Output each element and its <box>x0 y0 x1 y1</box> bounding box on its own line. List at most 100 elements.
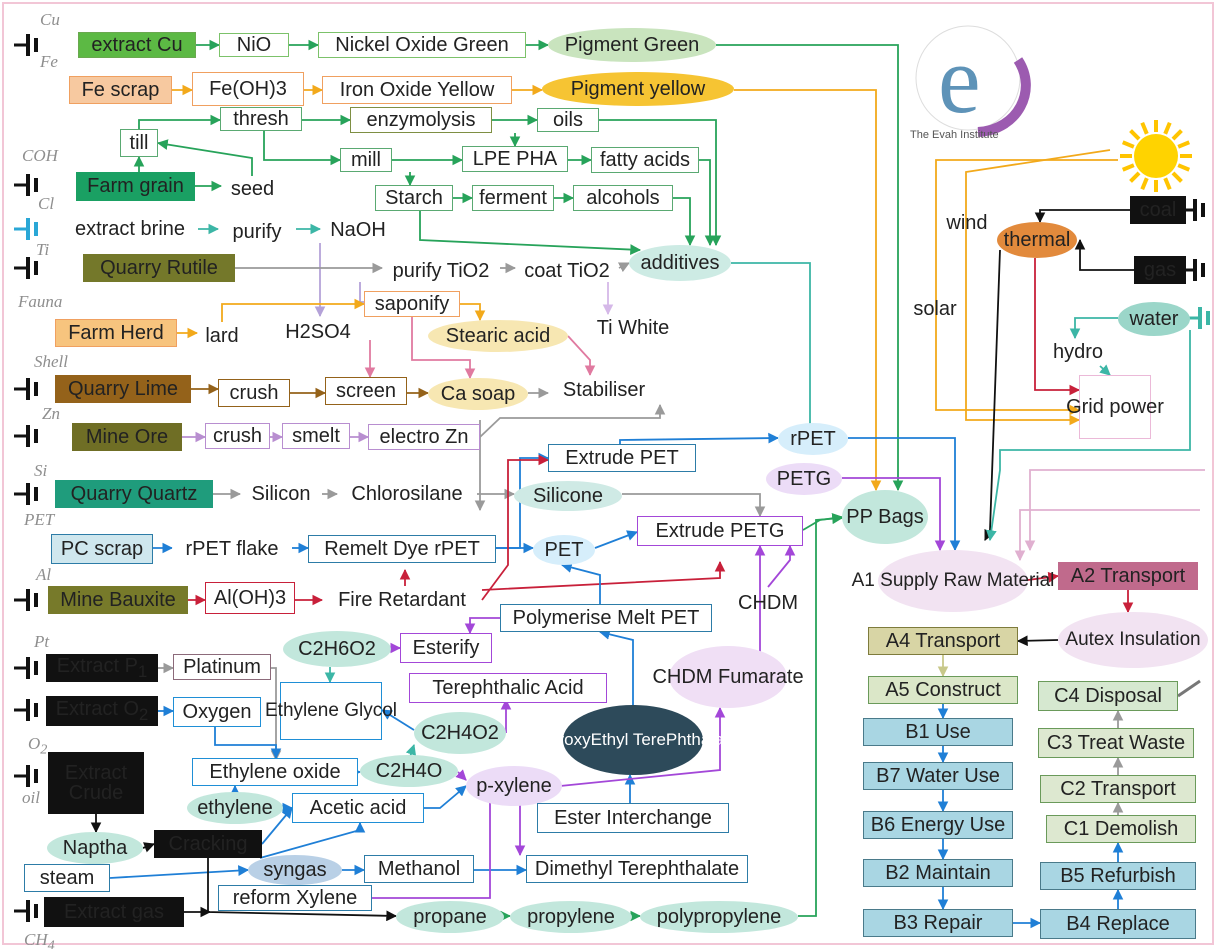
node-b6: B6 Energy Use <box>863 811 1013 839</box>
node-extract-gas: Extract gas <box>44 897 184 927</box>
node-ethylene-glycol: Ethylene Glycol <box>265 682 397 740</box>
node-purify: purify <box>218 219 296 245</box>
label-crush2: crush <box>213 424 262 447</box>
flow-edge <box>261 807 293 845</box>
node-water: water <box>1118 302 1190 336</box>
label-ester-interchange: Ester Interchange <box>554 806 712 829</box>
node-saponify: saponify <box>364 291 460 317</box>
label-lard: lard <box>205 324 239 347</box>
source-label-cu: Cu <box>40 10 60 29</box>
label-extract-brine: extract brine <box>74 217 186 240</box>
label-feoh3: Fe(OH)3 <box>209 77 287 100</box>
label-pet: PET <box>544 538 584 561</box>
label-water: water <box>1129 307 1179 330</box>
label-solar: solar <box>913 297 957 320</box>
node-pp-bags: PP Bags <box>842 490 928 544</box>
flow-edge <box>1016 635 1059 647</box>
source-label-al: Al <box>36 565 52 584</box>
node-ethylene-oxide: Ethylene oxide <box>192 758 358 786</box>
label-stabiliser: Stabiliser <box>562 378 646 401</box>
label-pigment-yellow: Pigment yellow <box>570 77 706 100</box>
flow-edge <box>560 562 601 604</box>
flow-edge <box>1099 364 1111 376</box>
node-nio: NiO <box>219 33 289 57</box>
svg-text:e: e <box>938 26 981 133</box>
label-coal: coal <box>1139 198 1177 221</box>
flow-edge <box>1024 469 1205 552</box>
node-oxygen: Oxygen <box>173 697 261 727</box>
node-rpet: rPET <box>778 423 848 455</box>
label-quarry-quartz: Quarry Quartz <box>70 482 198 505</box>
node-ca-soap: Ca soap <box>428 378 528 410</box>
label-nio: NiO <box>236 33 272 56</box>
flow-edge <box>559 706 726 787</box>
node-feoh3: Fe(OH)3 <box>192 72 304 106</box>
label-wind: wind <box>946 211 988 234</box>
node-lpe-pha: LPE PHA <box>462 146 568 172</box>
node-chdm: CHDM <box>727 587 809 619</box>
flow-edge <box>734 89 882 492</box>
label-autex: Autex Insulation <box>1065 629 1201 651</box>
source-terminal-icon <box>14 657 38 679</box>
label-c2: C2 Transport <box>1060 777 1176 800</box>
node-b2: B2 Maintain <box>863 859 1013 887</box>
label-mine-ore: Mine Ore <box>85 425 169 448</box>
node-terephthalic: Terephthalic Acid <box>409 673 607 703</box>
source-label-fauna: Fauna <box>18 292 63 311</box>
node-hydroxy: HydroxyEthyl TerePhthalate <box>528 705 738 775</box>
label-c2h4o: C2H4O <box>375 759 443 782</box>
node-c2h4o: C2H4O <box>360 755 458 787</box>
label-c4: C4 Disposal <box>1054 684 1162 707</box>
node-mine-ore: Mine Ore <box>72 423 182 451</box>
node-dimethyl: Dimethyl Terephthalate <box>526 855 748 883</box>
label-b3: B3 Repair <box>893 911 983 934</box>
label-ethylene-glycol: Ethylene Glycol <box>265 700 398 722</box>
node-stabiliser: Stabiliser <box>548 375 660 405</box>
node-stearic-acid: Stearic acid <box>428 320 568 352</box>
node-ti-white: Ti White <box>582 314 684 342</box>
flow-edge <box>798 513 844 917</box>
node-chdm-fumarate: CHDM Fumarate <box>652 646 804 708</box>
node-autex: Autex Insulation <box>1058 612 1208 668</box>
node-extract-brine: extract brine <box>62 216 198 242</box>
source-terminal-icon <box>14 174 38 196</box>
node-ester-interchange: Ester Interchange <box>537 803 729 833</box>
node-naoh: NaOH <box>320 217 396 243</box>
label-extract-o2: Extract O2 <box>55 697 149 724</box>
label-c2h4o2: C2H4O2 <box>421 721 499 744</box>
label-a2: A2 Transport <box>1070 564 1186 587</box>
label-fatty-acids: fatty acids <box>599 148 691 171</box>
source-terminal-icon <box>14 765 38 787</box>
node-fatty-acids: fatty acids <box>591 147 699 173</box>
label-ti-white: Ti White <box>596 316 670 339</box>
node-mill: mill <box>340 148 392 172</box>
flow-edge <box>848 437 961 552</box>
node-extract-cu: extract Cu <box>78 32 196 58</box>
flow-edge <box>594 530 639 549</box>
label-steam: steam <box>39 866 95 889</box>
flow-edge <box>716 44 904 492</box>
node-screen: screen <box>325 377 407 405</box>
node-grid-power: Grid power <box>1066 375 1164 439</box>
node-platinum: Platinum <box>173 654 271 680</box>
label-c3: C3 Treat Waste <box>1046 731 1186 754</box>
label-platinum: Platinum <box>183 655 261 678</box>
node-nickel-oxide-green: Nickel Oxide Green <box>318 32 526 58</box>
node-propylene: propylene <box>510 901 632 933</box>
source-label-coh: COH <box>22 146 58 165</box>
label-a1: A1 Supply Raw Material <box>851 570 1055 592</box>
label-alcohols: alcohols <box>586 186 660 209</box>
flow-edge <box>109 865 250 879</box>
node-gas-src: gas <box>1134 256 1186 284</box>
flow-edge <box>1177 679 1201 698</box>
flow-edge <box>598 629 634 705</box>
node-polymerise: Polymerise Melt PET <box>500 604 712 632</box>
source-terminal-icon <box>14 425 38 447</box>
node-reform-xylene: reform Xylene <box>218 885 372 911</box>
label-starch: Starch <box>385 186 443 209</box>
flow-edge <box>460 303 486 322</box>
label-coat-tio2: coat TiO2 <box>524 259 610 282</box>
label-silicone: Silicone <box>532 484 604 507</box>
flow-edge <box>567 335 596 377</box>
